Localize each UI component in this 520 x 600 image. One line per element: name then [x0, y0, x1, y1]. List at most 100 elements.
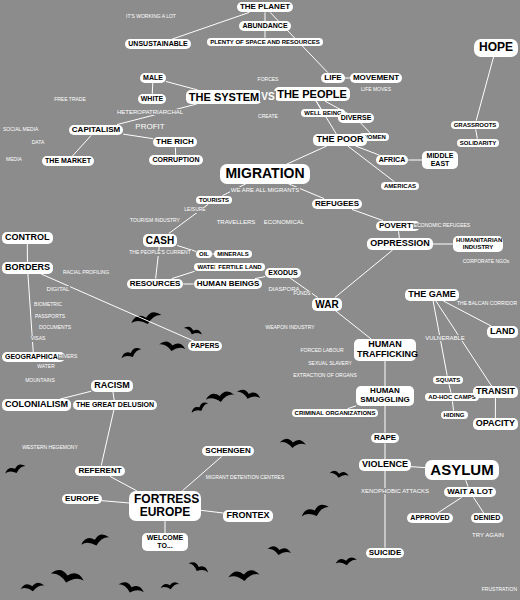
map-box: HIDING — [441, 411, 468, 420]
map-label: MEDIA — [5, 157, 23, 163]
node-text: THE POOR — [316, 135, 363, 145]
map-label: SEXUAL SLAVERY — [307, 361, 353, 367]
map-box: THE GAME — [405, 289, 459, 301]
node-text: HUMAN SMUGGLING — [359, 387, 411, 405]
connector — [172, 271, 195, 278]
map-box: CONTROL — [2, 232, 53, 244]
connector — [335, 311, 371, 340]
map-label: VULNERABLE — [424, 335, 466, 342]
connector — [286, 146, 326, 164]
map-box: GRASSROOTS — [451, 121, 500, 130]
connector — [352, 209, 383, 220]
connector — [384, 406, 385, 433]
map-label: FREE TRADE — [53, 97, 87, 103]
connector — [101, 410, 114, 466]
map-box: AFRICA — [376, 155, 408, 165]
map-label: WE ARE ALL MIGRANTS — [230, 187, 300, 194]
connector — [117, 104, 197, 125]
map-box: THE SYSTEM — [186, 90, 262, 104]
map-label: FUNDS — [292, 291, 311, 297]
map-box: OIL — [196, 250, 212, 259]
map-label: BIOMETRIC — [33, 302, 63, 308]
map-box: WHITE — [138, 94, 167, 104]
connector — [264, 12, 265, 21]
node-text: AFRICA — [379, 156, 405, 164]
node-text: ASYLUM — [430, 462, 493, 479]
map-label: SOCIAL MEDIA — [2, 127, 39, 133]
map-box: SCHENGEN — [202, 446, 253, 457]
map-box: THE POOR — [313, 134, 366, 146]
node-text: CRIMINAL ORGANIZATIONS — [295, 410, 376, 417]
node-text: SUICIDE — [369, 549, 401, 558]
node-text: HUMANITARIAN INDUSTRY — [456, 237, 500, 250]
node-text: HUMAN TRAFFICKING — [357, 340, 413, 360]
map-label: FORCES — [257, 77, 280, 83]
node-text: EXODUS — [268, 269, 298, 277]
map-box: RESOURCES — [127, 279, 184, 290]
node-text: UNSUSTAINABLE — [128, 40, 187, 48]
node-text: RAPE — [374, 434, 396, 443]
connector — [201, 510, 223, 513]
node-text: MIDDLE EAST — [425, 152, 455, 167]
map-box: THE MARKET — [42, 156, 94, 166]
connector — [72, 135, 91, 156]
map-label: DIGITAL — [46, 286, 71, 293]
connector — [436, 301, 492, 386]
map-box: AMERICAS — [381, 182, 419, 191]
map-box: HOPE — [474, 39, 518, 56]
map-label: LEISURE — [183, 207, 206, 213]
map-box: HUMAN TRAFFICKING — [354, 339, 416, 361]
connector — [495, 398, 496, 418]
map-label: EXTRACTION OF ORGANS — [292, 373, 358, 379]
node-text: AMERICAS — [384, 183, 416, 190]
node-text: LAND — [490, 327, 515, 337]
map-box: THE PEOPLE — [274, 87, 350, 101]
node-text: WELL BEING — [304, 110, 342, 117]
node-text: TOURISTS — [199, 197, 229, 204]
connector — [385, 361, 386, 386]
node-text: HUMAN BEINGS — [197, 280, 260, 289]
node-text: HIDING — [444, 412, 465, 419]
map-box: DIVERSE — [338, 113, 375, 123]
map-box: EXODUS — [265, 268, 301, 278]
node-text: FRONTEX — [226, 511, 269, 521]
map-box: FRONTEX — [223, 510, 272, 522]
map-box: UNSUSTAINABLE — [125, 39, 190, 49]
map-label: WESTERN HEGEMONY — [21, 445, 79, 451]
map-box: GEOGRAPHICAL — [2, 352, 65, 362]
map-label: VISAS — [30, 336, 47, 342]
map-box: CORRUPTION — [149, 155, 202, 165]
node-text: OPACITY — [476, 419, 515, 429]
map-label: LIFE MOVES — [360, 87, 392, 93]
connector — [152, 83, 154, 94]
map-label: WEAPON INDUSTRY — [264, 325, 315, 331]
node-text: WAIT A LOT — [447, 488, 493, 497]
map-box: ABUNDANCE — [239, 21, 290, 31]
node-text: FERTILE LAND — [218, 264, 261, 271]
map-box: MINERALS — [214, 250, 251, 259]
map-box: HUMAN SMUGGLING — [356, 386, 414, 406]
connector — [264, 31, 265, 38]
map-box: REFERENT — [75, 466, 124, 477]
map-label: DOCUMENTS — [38, 325, 72, 331]
connector — [102, 501, 129, 503]
connector — [474, 497, 484, 513]
node-text: RESOURCES — [130, 280, 181, 289]
node-text: PLENTY OF SPACE AND RESOURCES — [210, 39, 320, 46]
map-label: WATER — [36, 364, 56, 370]
node-text: AD-HOC CAMPS — [428, 394, 475, 401]
node-text: APPROVED — [410, 514, 449, 522]
connector — [476, 57, 493, 121]
map-box: HUMAN BEINGS — [194, 279, 263, 290]
map-label: PASSPORTS — [34, 314, 66, 320]
map-label: HETEROPATRIARCHAL — [116, 109, 184, 116]
map-box: PLENTY OF SPACE AND RESOURCES — [207, 38, 323, 47]
map-box: DENIED — [471, 513, 503, 523]
node-text: ABUNDANCE — [242, 22, 287, 30]
connector — [316, 101, 336, 134]
connector — [398, 231, 400, 238]
map-label: TRAVELLERS — [216, 219, 257, 226]
map-box: SUICIDE — [366, 548, 404, 559]
map-label: DATA — [31, 140, 46, 146]
map-box: MIGRATION — [220, 164, 309, 183]
